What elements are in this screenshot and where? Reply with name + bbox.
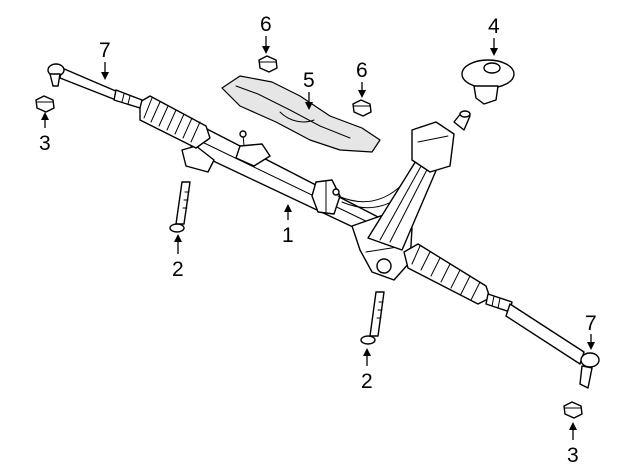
leader-lines xyxy=(41,36,595,440)
callout-rack-housing: 1 xyxy=(282,224,294,247)
rack-housing xyxy=(181,110,471,281)
tie-rod-end-right xyxy=(485,293,600,389)
callout-tie-rod-left: 7 xyxy=(99,39,111,62)
left-boot xyxy=(139,95,211,149)
callout-bushing: 4 xyxy=(488,15,500,38)
callout-nut-left: 3 xyxy=(39,132,51,155)
nut-top-right xyxy=(352,99,372,117)
callout-bolt-right: 2 xyxy=(361,370,373,393)
callout-heat-shield: 5 xyxy=(303,69,315,92)
tie-rod-end-left xyxy=(47,63,143,109)
callout-nut-right: 3 xyxy=(567,444,579,467)
callout-bolt-left: 2 xyxy=(172,258,184,281)
right-boot xyxy=(403,243,491,305)
bolt-right xyxy=(360,291,385,345)
bolt-left xyxy=(169,181,191,233)
callout-nut-top-left: 6 xyxy=(260,13,272,36)
nut-top-left xyxy=(258,55,278,73)
heat-shield xyxy=(221,75,381,153)
nut-left xyxy=(35,95,55,113)
mounting-bushing xyxy=(461,59,515,105)
nut-right xyxy=(563,401,583,419)
callout-nut-top-right: 6 xyxy=(356,59,368,82)
callout-tie-rod-right: 7 xyxy=(585,312,597,335)
